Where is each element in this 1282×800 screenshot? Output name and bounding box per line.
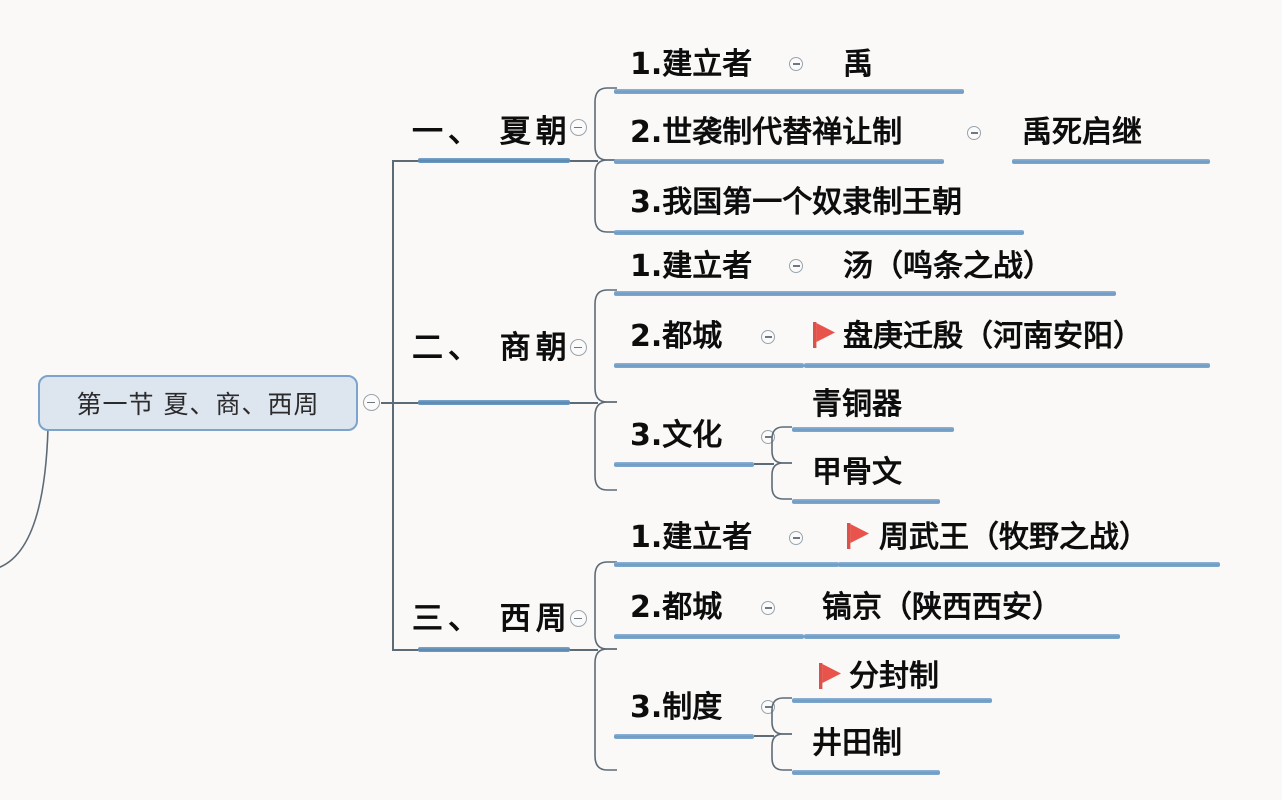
node-underline-3-3 [614,734,754,739]
leaf-underline-3-3-1 [792,698,992,703]
branch-collapse-toggle-1[interactable] [570,119,587,136]
main-spine-wire [392,160,394,650]
branch-collapse-toggle-3[interactable] [570,610,587,627]
leaf-underline-3-1-1 [838,562,1220,567]
root-node-label: 第一节 夏、商、西周 [76,390,320,419]
leaf-label-2-3-2[interactable]: 甲骨文 [812,455,902,490]
leaf-underline-1-1-1 [836,89,964,94]
leaf-label-3-2-1[interactable]: 镐京（陕西西安） [822,590,1062,625]
branch-underline-1 [418,158,570,163]
root-node[interactable]: 第一节 夏、商、西周 [38,375,358,431]
branch-label-1[interactable]: 一、 夏朝 [412,114,572,150]
leaf-label-3-3-2[interactable]: 井田制 [812,726,902,761]
node-bracket-2-3 [771,426,792,500]
node-collapse-toggle-1-2[interactable] [967,126,981,140]
branch-underline-2 [418,400,570,405]
node-label-3-1[interactable]: 1.建立者 [630,520,753,555]
node-underline-2-2 [614,363,804,368]
spine-branch-wire-1 [392,160,420,162]
leaf-underline-3-3-2 [792,770,940,775]
branch-collapse-toggle-2[interactable] [570,339,587,356]
node-collapse-toggle-1-1[interactable] [789,57,803,71]
red-flag-icon-3-3-1 [819,663,841,689]
node-underline-1-1 [614,89,839,94]
branch-bracket-3 [594,561,617,771]
branch-tail-wire-2 [570,402,598,404]
node-underline-3-1 [614,562,839,567]
node-label-2-1[interactable]: 1.建立者 [630,249,753,284]
node-label-2-2[interactable]: 2.都城 [630,319,723,354]
node-label-3-3[interactable]: 3.制度 [630,690,723,725]
node-label-3-2[interactable]: 2.都城 [630,590,723,625]
root-collapse-toggle[interactable] [363,394,380,411]
leaf-label-1-2-1[interactable]: 禹死启继 [1022,115,1142,150]
leaf-underline-2-1-1 [836,291,1116,296]
node-underline-2-1 [614,291,839,296]
leaf-label-3-3-1[interactable]: 分封制 [849,659,939,694]
node-underline-1-2 [614,159,944,164]
leaf-label-2-2-1[interactable]: 盘庚迁殷（河南安阳） [843,319,1143,354]
node-label-1-3[interactable]: 3.我国第一个奴隶制王朝 [630,185,963,220]
node-label-1-1[interactable]: 1.建立者 [630,47,753,82]
node-tail-wire-2-3 [754,463,774,465]
leaf-underline-2-3-2 [792,499,940,504]
leaf-label-1-1-1[interactable]: 禹 [843,47,873,82]
branch-label-2[interactable]: 二、 商朝 [412,330,572,366]
leaf-underline-1-2-1 [1012,159,1210,164]
node-collapse-toggle-2-3[interactable] [761,430,775,444]
branch-label-3[interactable]: 三、 西周 [412,601,572,637]
node-underline-2-3 [614,462,754,467]
node-collapse-toggle-3-2[interactable] [761,601,775,615]
branch-tail-wire-3 [570,649,598,651]
leaf-label-2-3-1[interactable]: 青铜器 [812,387,902,422]
node-label-2-3[interactable]: 3.文化 [630,418,723,453]
node-label-1-2[interactable]: 2.世袭制代替禅让制 [630,115,903,150]
node-collapse-toggle-2-1[interactable] [789,259,803,273]
node-collapse-toggle-3-1[interactable] [789,531,803,545]
node-collapse-toggle-2-2[interactable] [761,330,775,344]
node-underline-3-2 [614,634,804,639]
leaf-label-2-1-1[interactable]: 汤（鸣条之战） [843,249,1053,284]
root-stem-wire [381,402,393,404]
branch-tail-wire-1 [570,160,598,162]
red-flag-icon-3-1 [847,523,869,549]
node-underline-1-3 [614,230,1024,235]
leaf-underline-2-3-1 [792,427,954,432]
spine-branch-wire-2 [392,402,420,404]
node-collapse-toggle-3-3[interactable] [761,700,775,714]
red-flag-icon-2-2 [813,322,835,348]
leaf-label-3-1-1[interactable]: 周武王（牧野之战） [879,520,1149,555]
spine-branch-wire-3 [392,649,420,651]
leaf-underline-3-2-1 [804,634,1120,639]
branch-underline-3 [418,647,570,652]
node-bracket-3-3 [771,697,792,771]
leaf-underline-2-2-1 [804,363,1210,368]
node-tail-wire-3-3 [754,735,774,737]
